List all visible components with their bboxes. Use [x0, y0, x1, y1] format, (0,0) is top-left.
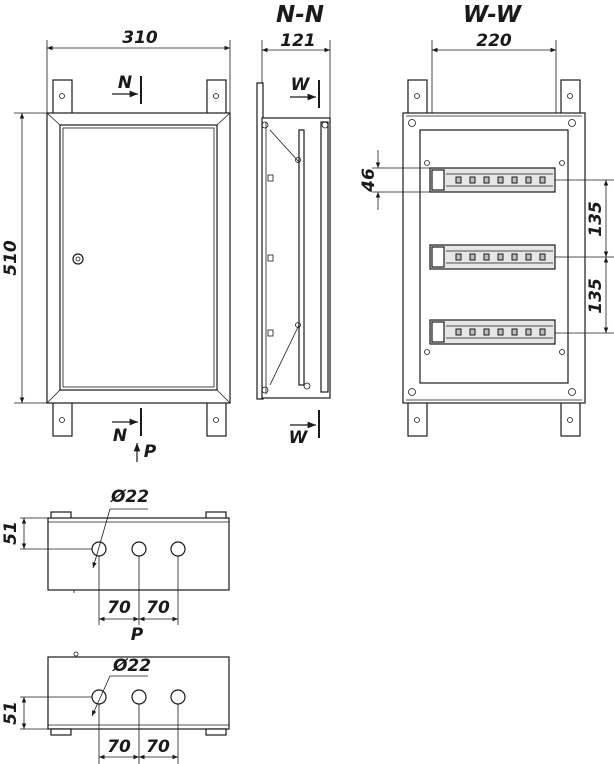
inside-view-title: W-W: [463, 2, 523, 28]
front-view: 310 510 N N P: [1, 28, 231, 462]
bracket-top-left: [52, 79, 73, 116]
dim-hole-dia-2: Ø22: [112, 656, 151, 676]
bracket-bottom-right: [206, 401, 227, 437]
dim-height-510: 510: [1, 240, 21, 276]
dim-edge-51-2: 51: [1, 701, 21, 725]
dim-inner-width-220: 220: [476, 31, 512, 51]
dim-spacing-70-1b: 70: [146, 598, 170, 618]
bracket-hole: [59, 93, 65, 99]
cabinet-door: [59, 124, 218, 391]
section-label-w-top: W: [291, 75, 311, 95]
dim-edge-51-1: 51: [1, 521, 21, 545]
din-rail-1: [429, 167, 556, 193]
bracket-hole: [59, 417, 65, 423]
dim-spacing-70-2a: 70: [107, 737, 131, 757]
dim-rail-46: 46: [359, 168, 379, 193]
section-label-w-bottom: W: [289, 428, 309, 448]
section-label-n-top: N: [118, 73, 132, 93]
bottom-view-1: Ø22 51 70 70 P: [1, 487, 230, 645]
bottom-panel-2: [47, 656, 230, 730]
dim-width-310: 310: [122, 28, 158, 48]
bottom-view-2: Ø22 51 70 70: [1, 651, 230, 764]
bracket-hole: [213, 417, 219, 423]
dim-spacing-70-1a: 70: [107, 598, 131, 618]
door-section: [320, 121, 329, 393]
din-frame-section: [298, 129, 305, 386]
section-label-n-bottom: N: [113, 426, 127, 446]
door-lock: [72, 253, 84, 265]
dim-spacing-135-b: 135: [586, 278, 606, 314]
cabinet-section: [261, 117, 331, 399]
din-rail-3: [429, 319, 556, 345]
side-view-title: N-N: [276, 2, 324, 28]
bracket-bottom-left: [52, 401, 73, 437]
side-view: N-N 121 W W: [256, 2, 331, 448]
dim-depth-121: 121: [280, 31, 316, 51]
dim-hole-dia-1: Ø22: [110, 487, 149, 507]
bracket-top-right: [206, 79, 227, 116]
dim-spacing-135-a: 135: [586, 201, 606, 237]
bottom-view-label-p: P: [131, 625, 144, 645]
bracket-hole: [213, 93, 219, 99]
bottom-panel-1: [47, 517, 230, 591]
inside-view: W-W 220: [359, 2, 614, 437]
view-label-p: P: [144, 442, 157, 462]
din-rail-2: [429, 244, 556, 270]
dim-spacing-70-2b: 70: [146, 737, 170, 757]
